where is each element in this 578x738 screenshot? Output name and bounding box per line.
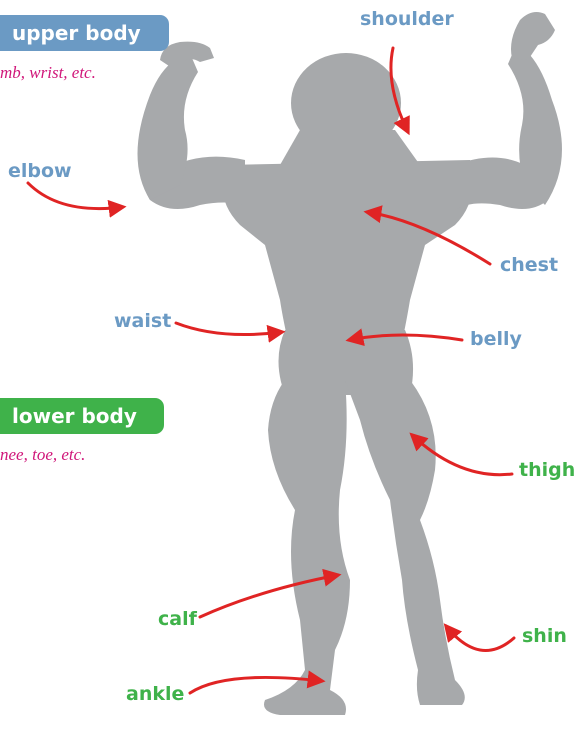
label-belly: belly [470,328,522,350]
figure-torso [222,160,473,350]
figure-neck [280,130,420,165]
lower-body-examples: nee, toe, etc. [0,445,85,465]
upper-body-badge: upper body [0,15,169,51]
label-shoulder: shoulder [360,8,454,30]
figure-right-hand [511,12,555,60]
label-ankle: ankle [126,683,184,705]
label-thigh: thigh [519,459,575,481]
arrow-elbow [28,183,123,209]
lower-body-badge: lower body [0,398,164,434]
figure-right-leg [345,380,465,705]
label-calf: calf [158,608,197,630]
label-elbow: elbow [8,160,72,182]
upper-body-examples: mb, wrist, etc. [0,63,96,83]
upper-body-title: upper body [12,21,141,45]
lower-body-title: lower body [12,404,137,428]
pointer-arrows [28,48,514,693]
label-chest: chest [500,254,558,276]
label-shin: shin [522,625,567,647]
arrow-shin [446,626,514,651]
arrow-waist [176,323,282,335]
figure-left-leg [264,380,350,715]
label-waist: waist [114,310,171,332]
muscular-figure-silhouette [138,12,562,715]
